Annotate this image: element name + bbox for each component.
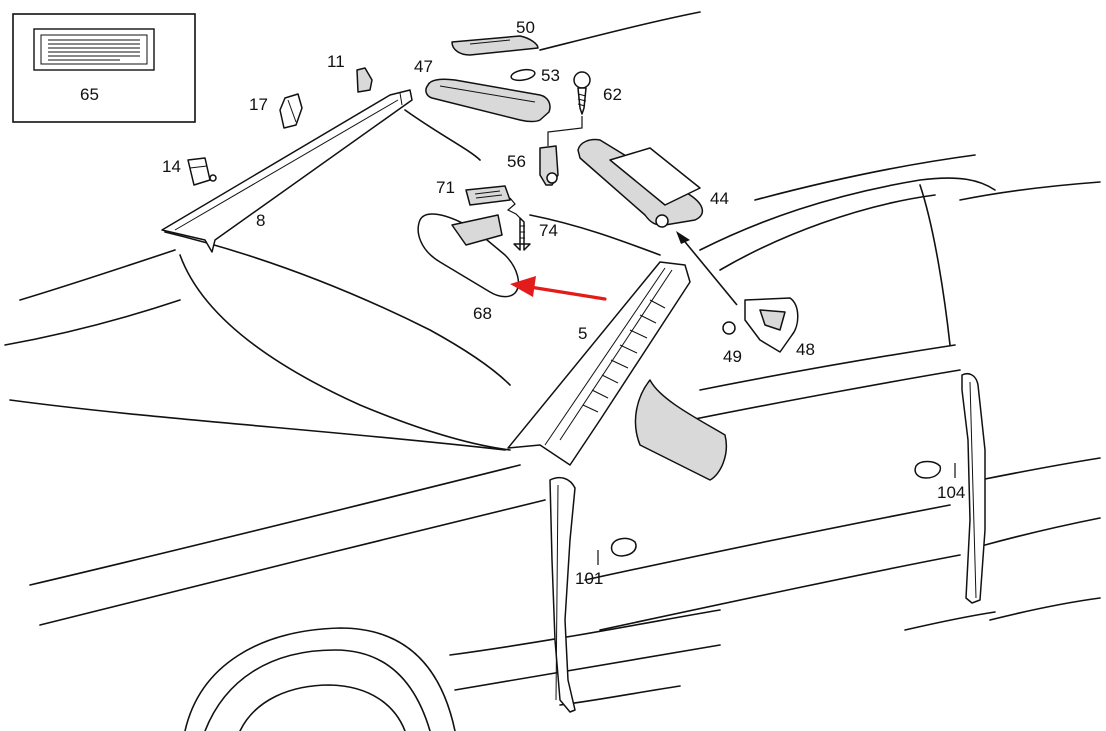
label-50: 50: [516, 18, 535, 37]
label-71: 71: [436, 178, 455, 197]
label-8: 8: [256, 211, 265, 230]
label-44: 44: [710, 189, 729, 208]
seal-front: [549, 476, 576, 713]
assembly-arrow: [676, 231, 738, 306]
callout-labels: 65 50 11 47 53 62 17 14 56 71 74 44 8 68…: [80, 18, 965, 588]
part-48-visor-bracket: [744, 297, 799, 353]
part-101-clip: [597, 537, 637, 565]
part-14-clip: [187, 157, 217, 186]
part-5-ribs: [582, 299, 666, 413]
part-17-bracket: [279, 93, 303, 129]
car-body-outline: [4, 11, 1101, 731]
seal-rear: [961, 373, 986, 604]
part-71-mount-plate: [465, 185, 523, 221]
label-62: 62: [603, 85, 622, 104]
part-50-mirror-cover: [451, 35, 539, 56]
part-68-rearview-mirror: [417, 213, 520, 298]
label-47: 47: [414, 57, 433, 76]
label-49: 49: [723, 347, 742, 366]
label-56: 56: [507, 152, 526, 171]
label-14: 14: [162, 157, 181, 176]
label-5: 5: [578, 324, 587, 343]
label-68: 68: [473, 304, 492, 323]
part-47-visor: [425, 78, 551, 123]
label-11: 11: [327, 52, 345, 71]
part-44-sun-visor: [577, 138, 703, 228]
highlight-arrow: [510, 276, 607, 301]
part-5-a-pillar-trim: [507, 261, 691, 466]
part-74-screw: [513, 217, 531, 251]
label-48: 48: [796, 340, 815, 359]
label-65: 65: [80, 85, 99, 104]
part-62-screw: [547, 71, 591, 146]
label-17: 17: [249, 95, 268, 114]
label-53: 53: [541, 66, 560, 85]
part-8-a-pillar-trim: [161, 89, 413, 253]
part-11-clip: [356, 67, 373, 93]
part-56-clip: [539, 145, 559, 186]
part-104-clip: [914, 460, 956, 479]
label-104: 104: [937, 483, 965, 502]
part-65-label-plate: [12, 13, 196, 123]
part-53-bulb: [510, 68, 536, 82]
label-101: 101: [575, 569, 603, 588]
part-49-washer: [722, 321, 736, 335]
label-74: 74: [539, 221, 558, 240]
